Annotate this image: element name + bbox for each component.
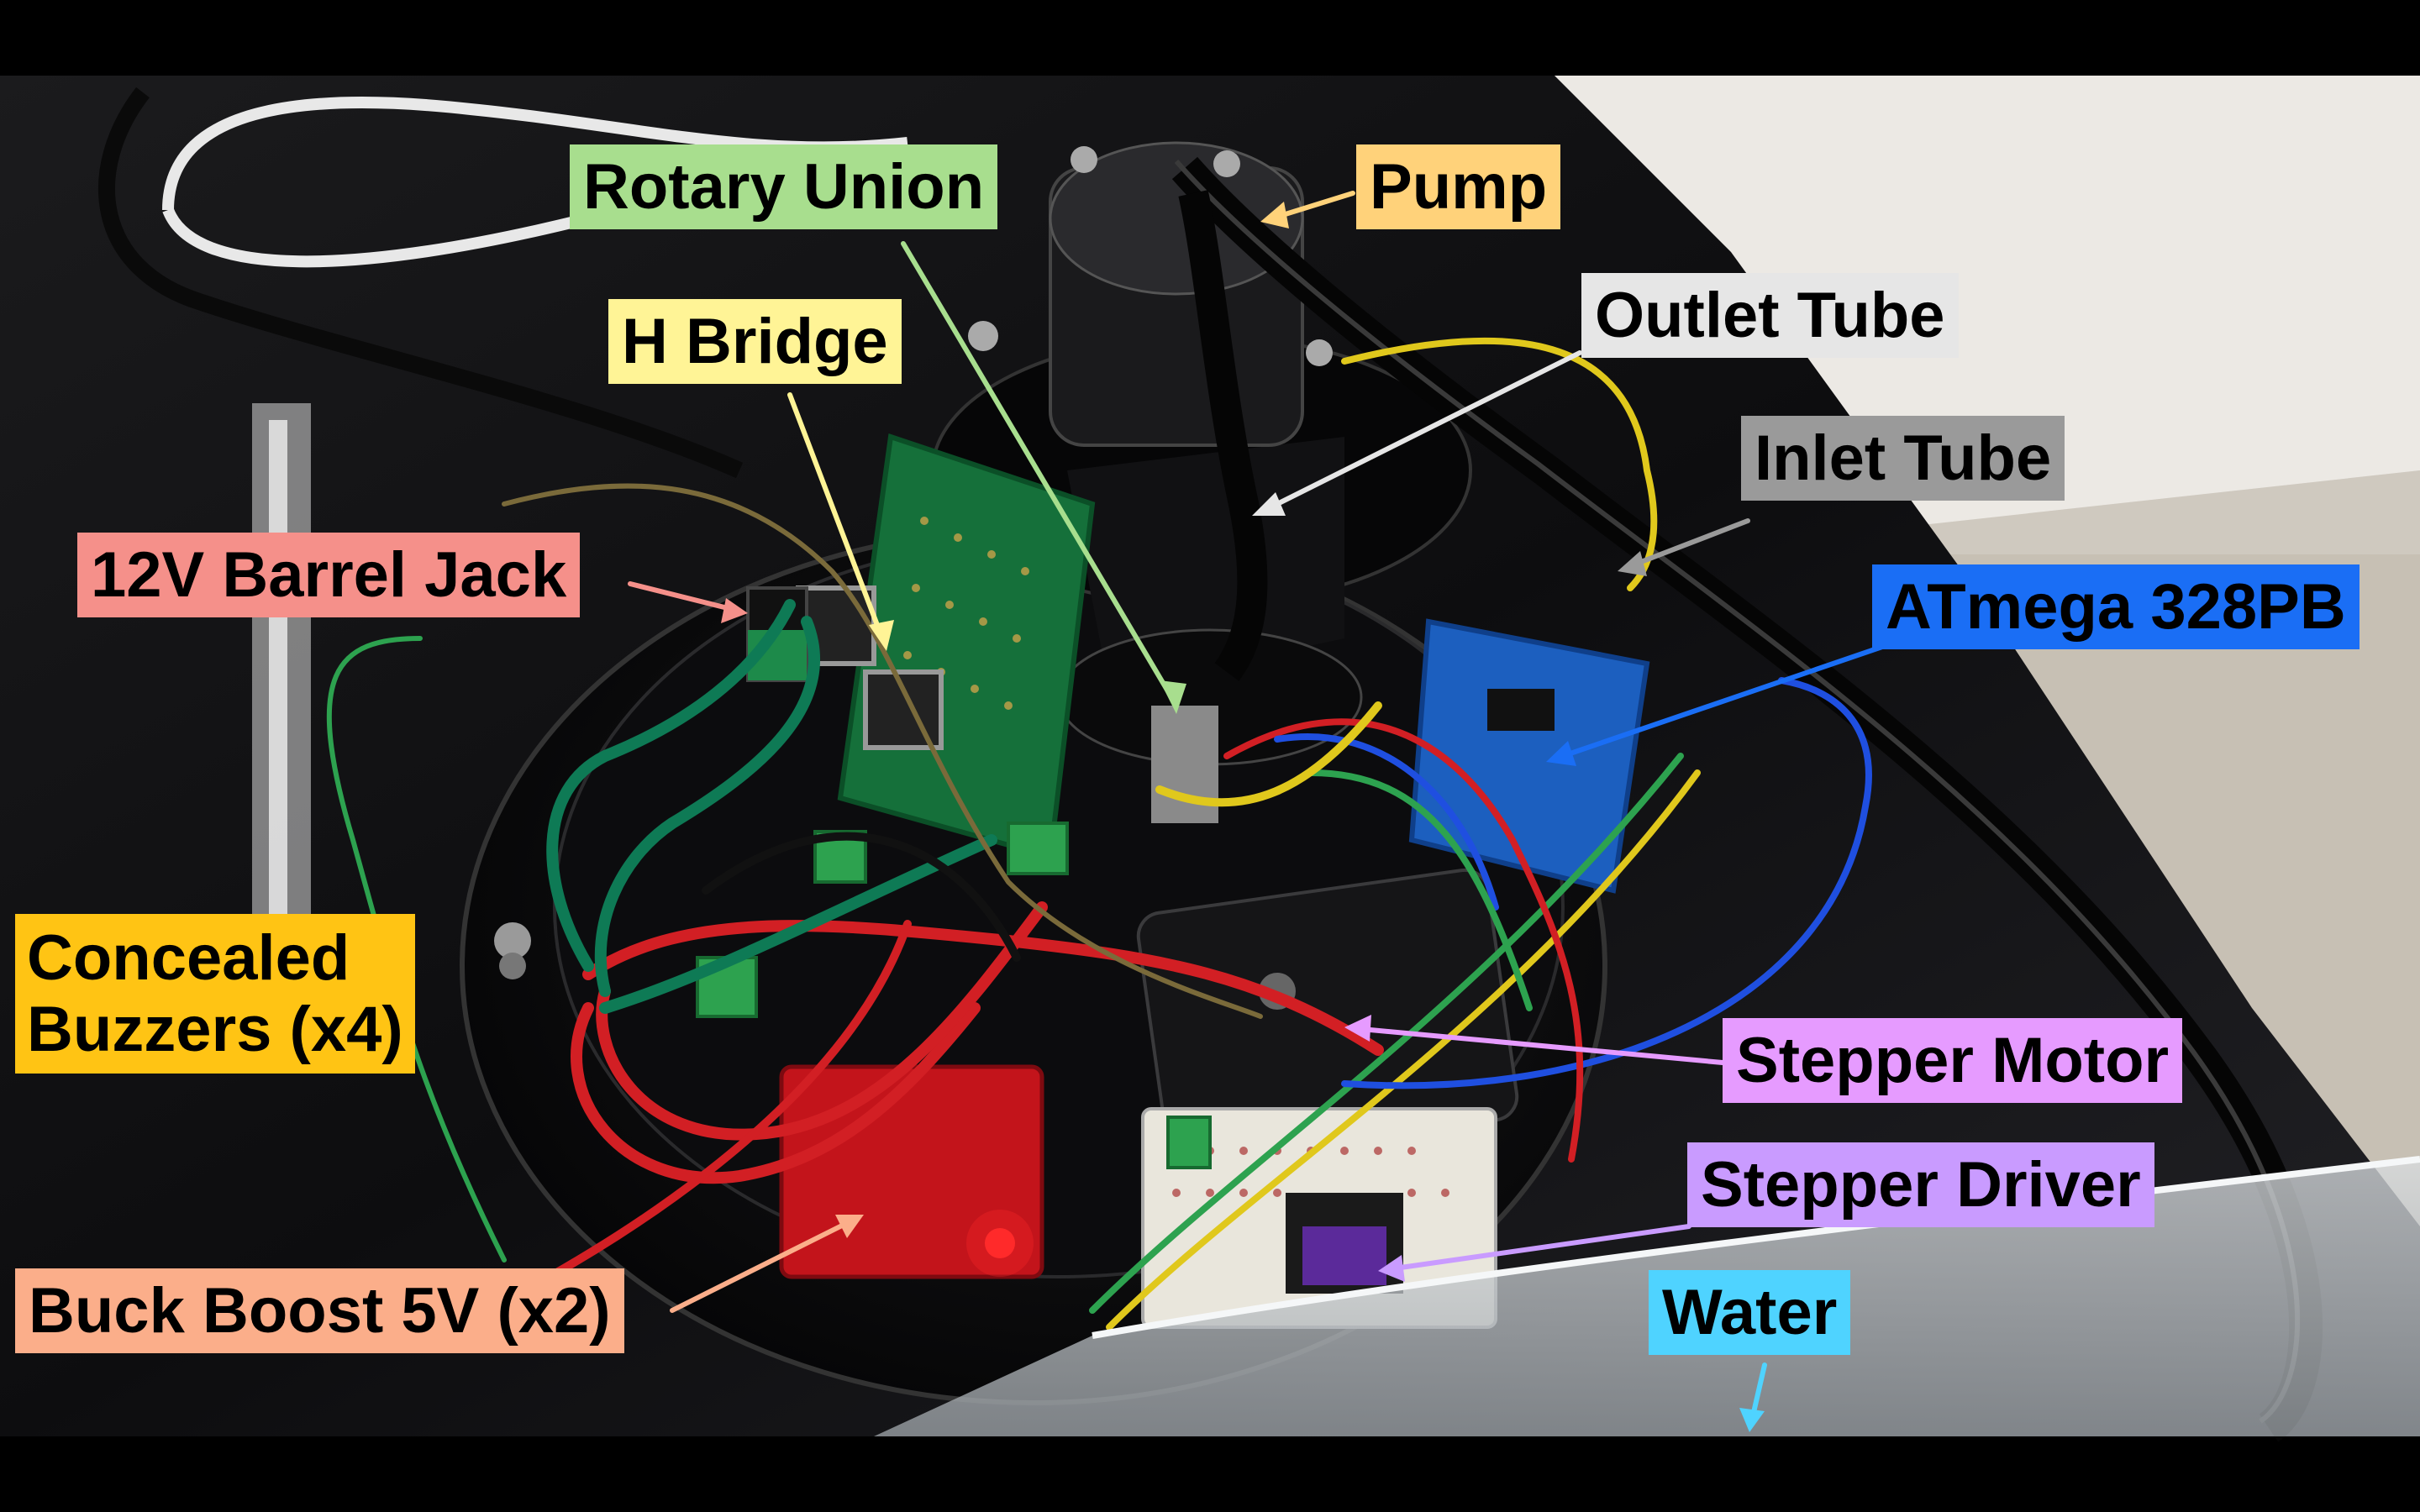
water-container <box>874 1159 2420 1436</box>
label-rotary-union: Rotary Union <box>570 144 998 230</box>
annotation-arrows <box>628 191 1885 1432</box>
label-barrel-jack: 12V Barrel Jack <box>77 533 581 618</box>
label-h-bridge: H Bridge <box>608 299 902 385</box>
label-pump: Pump <box>1356 144 1561 230</box>
label-stepper-motor: Stepper Motor <box>1723 1018 2183 1104</box>
label-stepper-driver: Stepper Driver <box>1687 1142 2154 1228</box>
label-buck-boost: Buck Boost 5V (x2) <box>15 1268 624 1354</box>
label-buzzers: Concealed Buzzers (x4) <box>15 914 415 1074</box>
label-buzzers-line-1: Concealed <box>27 922 350 994</box>
label-buzzers-line-2: Buzzers (x4) <box>27 994 403 1066</box>
atmega-board <box>1408 618 1650 894</box>
label-outlet-tube: Outlet Tube <box>1581 273 1959 359</box>
label-water: Water <box>1649 1270 1851 1356</box>
label-atmega: ATmega 328PB <box>1872 564 2360 650</box>
outlet-tube <box>1178 190 1268 681</box>
label-inlet-tube: Inlet Tube <box>1741 416 2065 501</box>
